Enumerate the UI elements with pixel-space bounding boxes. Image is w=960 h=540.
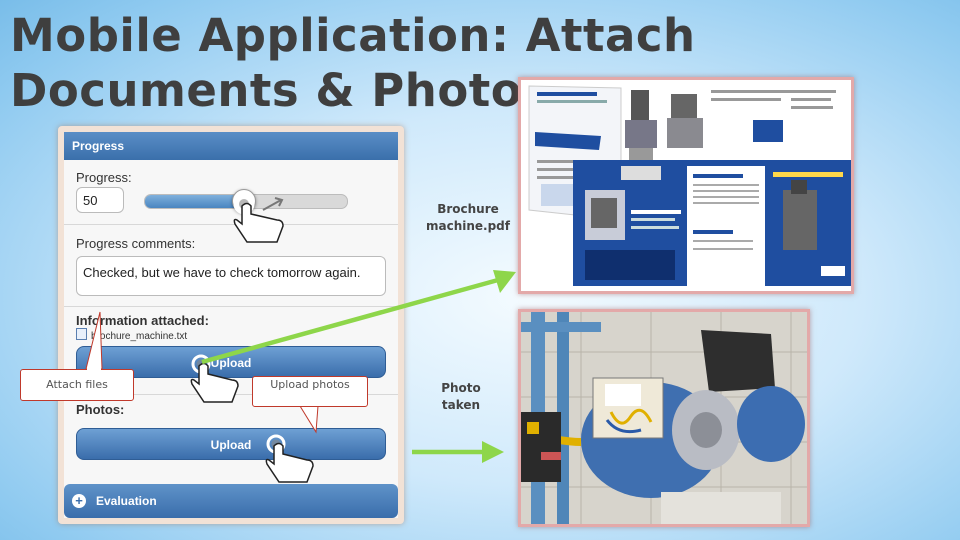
- mobile-app-screenshot: Progress Progress: 50 Progress comments:…: [58, 126, 404, 524]
- comments-textarea[interactable]: Checked, but we have to check tomorrow a…: [76, 256, 386, 296]
- attached-file-name: brochure_machine.txt: [91, 331, 188, 342]
- progress-slider-fill: [145, 195, 246, 208]
- machine-photo: [518, 309, 810, 527]
- progress-input[interactable]: 50: [76, 187, 124, 213]
- evaluation-section[interactable]: + Evaluation: [64, 484, 398, 518]
- attached-file[interactable]: brochure_machine.txt: [76, 328, 187, 342]
- progress-label: Progress:: [76, 170, 132, 185]
- info-attached-label: Information attached:: [76, 313, 209, 328]
- photo-label: Photo taken: [441, 381, 481, 412]
- comments-label: Progress comments:: [76, 236, 196, 251]
- tap-hand-icon: [265, 434, 314, 483]
- upload-photos-callout: Upload photos: [252, 376, 368, 407]
- upload-photos-callout-text: Upload photos: [270, 378, 350, 391]
- attach-files-callout-text: Attach files: [46, 378, 108, 391]
- slide-title: Mobile Application: Attach Documents & P…: [10, 9, 696, 117]
- brochure-image: [518, 77, 854, 294]
- file-icon: [76, 328, 87, 340]
- divider: [64, 306, 398, 307]
- divider: [64, 224, 398, 225]
- upload-photo-button[interactable]: Upload: [76, 428, 386, 460]
- photos-label: Photos:: [76, 402, 125, 417]
- progress-header: Progress: [64, 132, 398, 160]
- attach-files-callout: Attach files: [20, 369, 134, 401]
- brochure-label: Brochure machine.pdf: [425, 202, 510, 233]
- plus-icon: +: [72, 494, 86, 508]
- evaluation-label: Evaluation: [96, 494, 157, 508]
- tap-hand-icon: [233, 193, 284, 243]
- tap-hand-icon: [190, 354, 239, 403]
